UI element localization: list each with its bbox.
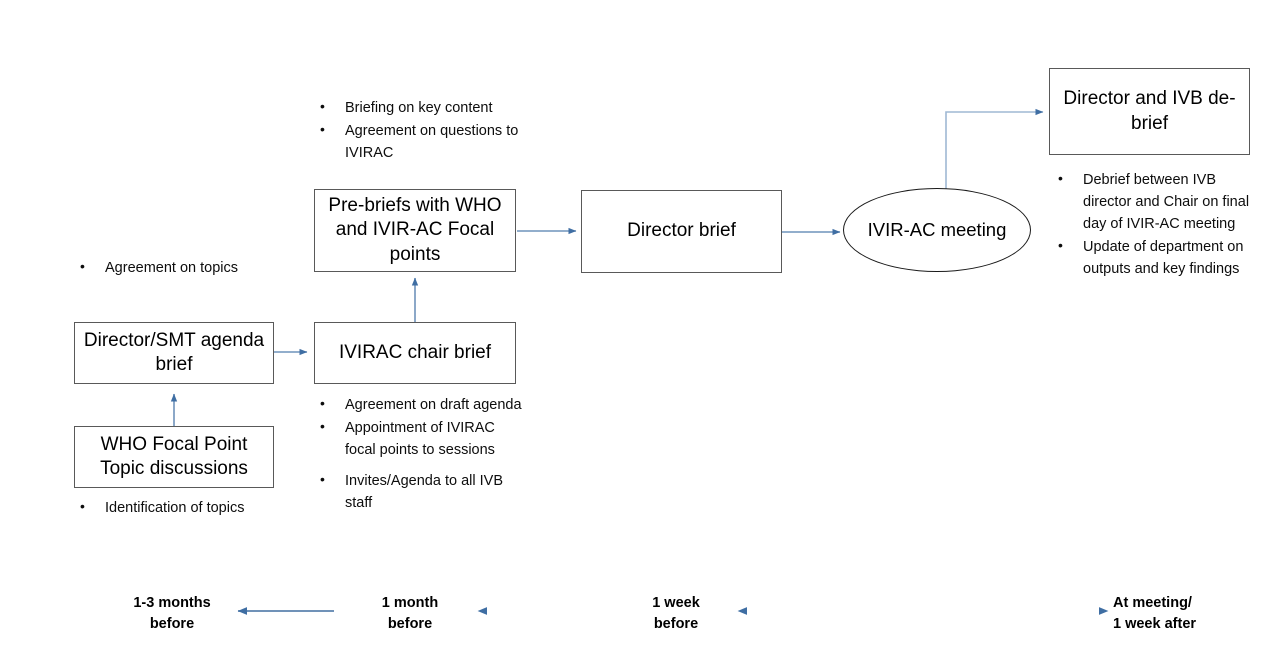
node-who-focal-point[interactable]: WHO Focal Point Topic discussions	[74, 426, 274, 488]
timeline-label-1-line1: 1-3 months	[133, 595, 211, 611]
timeline-label-2: 1 month before	[347, 593, 473, 634]
node-director-brief-label: Director brief	[627, 220, 736, 242]
timeline-label-3-line2: before	[653, 615, 699, 632]
node-director-smt-label: Director/SMT agenda brief	[83, 329, 265, 375]
timeline-label-4: At meeting/ 1 week after	[1113, 593, 1253, 634]
timeline-label-1: 1-3 months before	[107, 593, 237, 634]
timeline-label-2-line1: 1 month	[381, 595, 439, 611]
list-item: Invites/Agenda to all IVB staff	[314, 469, 524, 514]
node-ivirac-chair-brief-label: IVIRAC chair brief	[338, 341, 492, 363]
node-ivirac-chair-brief[interactable]: IVIRAC chair brief	[314, 322, 516, 384]
timeline-label-1-line2: before	[149, 615, 195, 632]
timeline-label-4-line2: 1 week after	[1113, 615, 1197, 632]
list-item: Agreement on topics	[74, 256, 274, 279]
timeline-label-3-line1: 1 week	[652, 595, 700, 611]
annotation-pre-briefs: Briefing on key content Agreement on que…	[314, 96, 529, 165]
arrow-ivirac-meeting-to-debrief	[945, 108, 1044, 190]
timeline-label-4-line1: At meeting/	[1113, 595, 1192, 611]
node-pre-briefs-label: Pre-briefs with WHO and IVIR-AC Focal po…	[328, 195, 502, 265]
list-item: Briefing on key content	[314, 96, 529, 119]
node-ivirac-meeting[interactable]: IVIR-AC meeting	[843, 188, 1031, 272]
node-director-brief[interactable]: Director brief	[581, 190, 782, 273]
node-pre-briefs[interactable]: Pre-briefs with WHO and IVIR-AC Focal po…	[314, 189, 516, 272]
annotation-director-smt: Agreement on topics	[74, 256, 274, 280]
node-who-focal-point-label: WHO Focal Point Topic discussions	[100, 433, 248, 479]
node-ivirac-meeting-label: IVIR-AC meeting	[867, 218, 1007, 240]
node-director-ivb-debrief[interactable]: Director and IVB de-brief	[1049, 68, 1250, 155]
node-director-ivb-debrief-label: Director and IVB de-brief	[1063, 88, 1236, 134]
list-item: Agreement on questions to IVIRAC	[314, 119, 529, 164]
annotation-ivirac-chair: Agreement on draft agenda Appointment of…	[314, 393, 524, 515]
timeline-label-3: 1 week before	[616, 593, 736, 634]
timeline-label-2-line2: before	[387, 615, 433, 632]
list-item: Agreement on draft agenda	[314, 393, 524, 416]
list-item: Update of department on outputs and key …	[1052, 235, 1252, 280]
list-item: Debrief between IVB director and Chair o…	[1052, 168, 1252, 235]
list-item: Appointment of IVIRAC focal points to se…	[314, 416, 524, 461]
annotation-debrief: Debrief between IVB director and Chair o…	[1052, 168, 1252, 281]
list-item: Identification of topics	[74, 496, 274, 519]
annotation-who-focal-point: Identification of topics	[74, 496, 274, 520]
node-director-smt[interactable]: Director/SMT agenda brief	[74, 322, 274, 384]
